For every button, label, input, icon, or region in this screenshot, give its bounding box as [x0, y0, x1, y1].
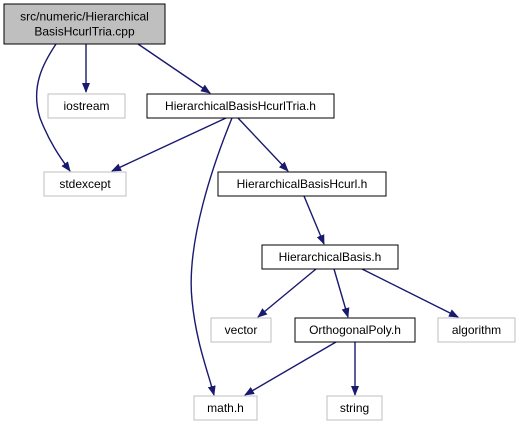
node-label: string — [340, 401, 369, 415]
node-string[interactable]: string — [326, 395, 383, 421]
node-label: vector — [225, 323, 258, 337]
node-vector[interactable]: vector — [210, 317, 272, 343]
node-label: OrthogonalPoly.h — [309, 323, 401, 337]
node-root[interactable]: src/numeric/HierarchicalBasisHcurlTria.c… — [3, 3, 166, 45]
node-label: math.h — [207, 401, 244, 415]
node-hcurl-h[interactable]: HierarchicalBasisHcurl.h — [217, 171, 387, 197]
edge-basis_h-to-orthopoly_h — [333, 268, 350, 318]
edge-tria_h-to-stdexcept — [111, 117, 227, 172]
node-box — [47, 93, 126, 119]
node-box — [210, 317, 272, 343]
node-label: stdexcept — [59, 177, 111, 191]
node-box — [193, 395, 258, 421]
node-box — [217, 171, 387, 197]
node-box — [437, 317, 516, 343]
edge-layer — [35, 43, 459, 396]
node-box — [3, 3, 166, 45]
edge-root-to-stdexcept — [35, 43, 71, 172]
edge-tria_h-to-hcurl_h — [237, 117, 289, 172]
node-box — [326, 395, 383, 421]
edge-tria_h-to-math_h — [190, 117, 233, 396]
node-layer: src/numeric/HierarchicalBasisHcurlTria.c… — [3, 3, 516, 421]
node-label: iostream — [63, 99, 109, 113]
node-box — [43, 171, 127, 197]
node-label: HierarchicalBasisHcurl.h — [237, 177, 368, 191]
edge-basis_h-to-vector — [257, 268, 317, 318]
node-orthopoly-h[interactable]: OrthogonalPoly.h — [294, 317, 416, 343]
node-stdexcept[interactable]: stdexcept — [43, 171, 127, 197]
node-basis-h[interactable]: HierarchicalBasis.h — [261, 244, 399, 270]
node-iostream[interactable]: iostream — [47, 93, 126, 119]
node-label: HierarchicalBasis.h — [279, 250, 382, 264]
node-label: HierarchicalBasisHcurlTria.h — [165, 99, 316, 113]
edge-root-to-tria_h — [137, 43, 211, 94]
edge-basis_h-to-algorithm — [361, 268, 459, 318]
node-box — [146, 93, 335, 119]
node-label: src/numeric/Hierarchical — [20, 10, 149, 24]
edge-orthopoly_h-to-math_h — [244, 341, 337, 396]
node-label: algorithm — [452, 323, 501, 337]
node-algorithm[interactable]: algorithm — [437, 317, 516, 343]
node-tria-h[interactable]: HierarchicalBasisHcurlTria.h — [146, 93, 335, 119]
node-box — [294, 317, 416, 343]
node-label: BasisHcurlTria.cpp — [34, 25, 135, 39]
node-box — [261, 244, 399, 270]
edge-hcurl_h-to-basis_h — [303, 195, 325, 245]
node-math-h[interactable]: math.h — [193, 395, 258, 421]
